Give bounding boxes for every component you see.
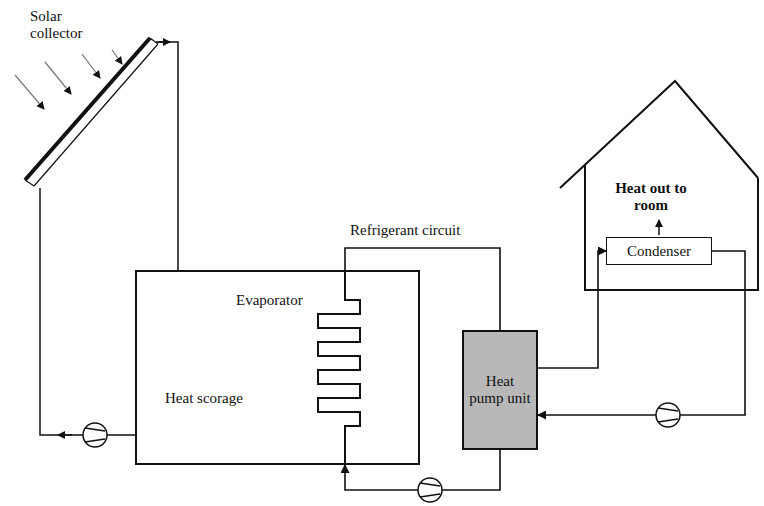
pump-symbol: [656, 403, 680, 427]
node-text: Heat scorage: [165, 390, 245, 407]
node-text: Condenser: [627, 243, 691, 260]
collector-pipes: [40, 42, 178, 435]
pump-symbol: [83, 423, 107, 447]
component-label: Solar collector: [30, 8, 112, 42]
circuit-label: Refrigerant circuit: [350, 222, 490, 239]
heat-out-arrow: [658, 220, 660, 235]
pipe-connector: [345, 450, 500, 490]
pipe-connector: [538, 251, 745, 415]
house-outline: Heat out to roomCondenser: [558, 78, 760, 292]
component-label: Evaporator: [236, 292, 316, 309]
pipe-connector: [345, 248, 500, 330]
pump-symbol: [418, 478, 442, 502]
node-text: Heat out to room: [613, 180, 689, 214]
node-text: Heat pump unit: [468, 373, 532, 407]
evaporator-coil: [318, 270, 360, 465]
condenser-box: Condenser: [606, 237, 712, 265]
sun-rays: [15, 50, 122, 109]
solar-collector: [25, 38, 158, 186]
heat-pump-box: Heat pump unit: [462, 330, 538, 450]
pipe-connector: [538, 251, 606, 368]
house-outline-path: [560, 81, 758, 290]
